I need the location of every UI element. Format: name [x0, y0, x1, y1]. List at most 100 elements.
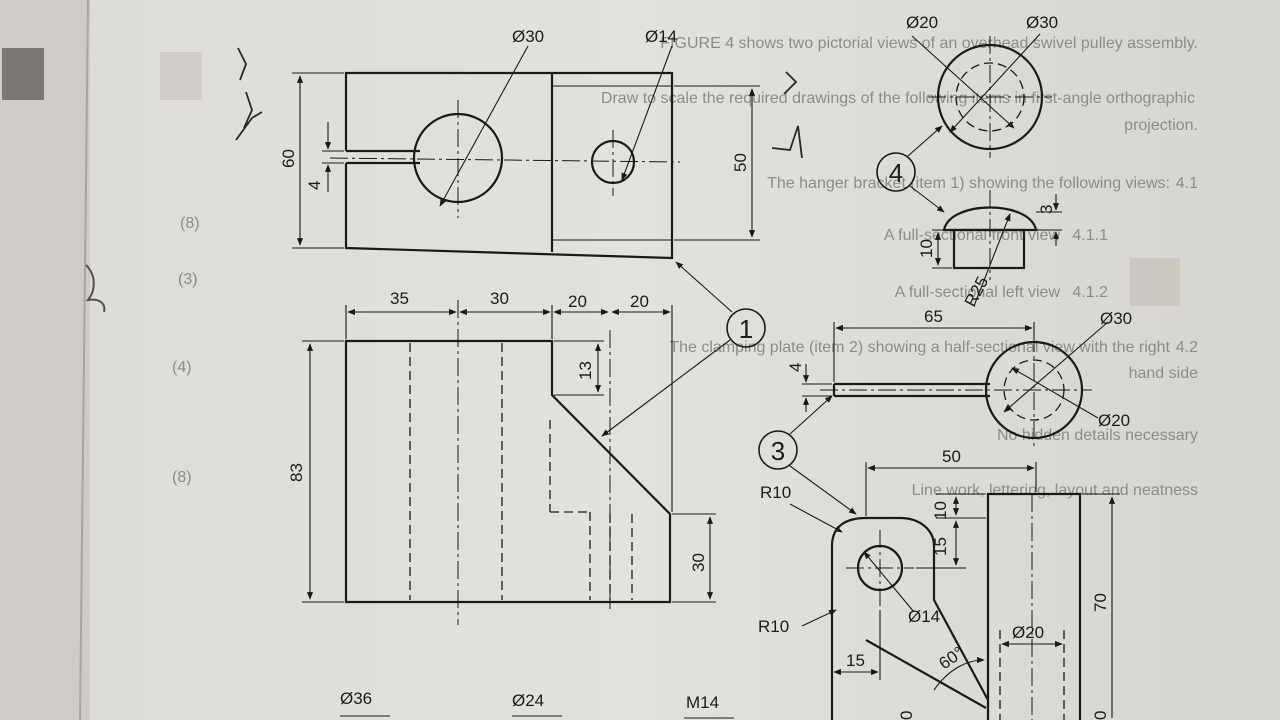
- dim-label-d20: Ø20: [906, 13, 938, 32]
- dim-label-r10: R10: [758, 617, 789, 636]
- dim-label-13: 13: [576, 361, 595, 380]
- dim-label-15: 15: [846, 651, 865, 670]
- dim-label-d30: Ø30: [512, 27, 544, 46]
- balloon-leader: [789, 395, 833, 435]
- background-show-through-text: FIGURE 4 shows two pictorial views of an…: [172, 35, 1198, 499]
- balloon-leader: [907, 125, 943, 157]
- bg-text-line: FIGURE 4 shows two pictorial views of an…: [660, 35, 1198, 52]
- dim-label-d36: Ø36: [340, 689, 372, 708]
- dim-label-65: 65: [924, 307, 943, 326]
- bg-text-line: projection.: [1124, 117, 1198, 134]
- dim-label-10: 10: [917, 239, 936, 258]
- faded-checker-icon-top: [160, 52, 202, 100]
- angle-arc: [933, 656, 985, 691]
- bg-text-line: 4.2: [1176, 339, 1198, 356]
- dim-label-d30: Ø30: [1026, 13, 1058, 32]
- dim-label-10: 10: [931, 501, 950, 520]
- dim-label-d20: Ø20: [1098, 411, 1130, 430]
- bg-text-line: hand side: [1129, 365, 1198, 382]
- top-view-outline: [344, 71, 674, 260]
- dim-leader: [973, 213, 1011, 307]
- bracket-plate-outline: [986, 492, 1082, 720]
- paper-clip-icon: [85, 264, 106, 313]
- bg-mark-number: (3): [178, 271, 198, 288]
- dim-label-70: 70: [1091, 593, 1110, 612]
- bg-text-line: A full-sectional front view: [884, 227, 1061, 244]
- bg-text-line: No hidden details necessary: [997, 427, 1198, 444]
- dim-leader: [789, 503, 843, 533]
- balloon-number: 3: [771, 436, 785, 466]
- dim-label-50: 50: [942, 447, 961, 466]
- dim-label-50: 50: [731, 153, 750, 172]
- balloon-circle: [876, 152, 916, 192]
- bg-mark-number: (8): [172, 469, 192, 486]
- tick-mark: [237, 47, 247, 81]
- dim-label-partial: 0: [1091, 711, 1110, 720]
- dim-label-4: 4: [305, 181, 324, 190]
- dim-label-r10: R10: [760, 483, 791, 502]
- book-binding-edge: [0, 0, 90, 720]
- faded-checker-icon: [1130, 258, 1180, 306]
- balloon-leader: [789, 465, 857, 515]
- dim-leader: [801, 609, 837, 627]
- balloon-circle: [758, 430, 798, 470]
- dim-label-20: 20: [630, 292, 649, 311]
- dim-leader: [1011, 367, 1099, 419]
- dim-label-35: 35: [390, 289, 409, 308]
- dim-label-20: 20: [568, 292, 587, 311]
- dim-leader: [1003, 321, 1109, 413]
- dim-label-60: 60: [279, 149, 298, 168]
- dim-leader: [949, 33, 1041, 133]
- bg-text-line: 4.1.2: [1072, 284, 1108, 301]
- dim-label-d24: Ø24: [512, 691, 544, 710]
- dim-label-d14: Ø14: [908, 607, 940, 626]
- part-label-1: 1: [601, 261, 766, 437]
- balloon-leader: [675, 261, 733, 313]
- balloon-leader: [909, 185, 945, 213]
- dim-label-d14: Ø14: [645, 27, 677, 46]
- bg-mark-number: (4): [172, 359, 192, 376]
- dim-label-4: 4: [786, 363, 805, 372]
- balloon-number: 4: [889, 158, 903, 188]
- dim-label-m14: M14: [686, 693, 719, 712]
- dim-leader: [621, 45, 673, 181]
- bg-mark-number: (8): [180, 215, 200, 232]
- tick-mark: [771, 125, 803, 159]
- bg-text-line: The hanger bracket (item 1) showing the …: [767, 175, 1170, 192]
- dim-label-83: 83: [287, 463, 306, 482]
- bracket-lug-outline: [830, 516, 989, 720]
- bg-text-line: 4.1: [1176, 175, 1198, 192]
- cap-dome-profile: [942, 206, 1038, 232]
- checker-logo-icon: [2, 48, 44, 100]
- bg-text-line: Draw to scale the required drawings of t…: [601, 90, 1195, 107]
- dim-label-15: 15: [931, 537, 950, 556]
- dim-label-d30: Ø30: [1100, 309, 1132, 328]
- dim-leader: [439, 45, 529, 207]
- page-fold-line: [79, 0, 89, 720]
- front-view-outline: [344, 339, 672, 604]
- hanger-bracket-top-view: Ø30 Ø14 60 4 50: [279, 27, 760, 260]
- dim-label-30-vertical: 30: [689, 553, 708, 572]
- bg-text-line: Line work, lettering, layout and neatnes…: [912, 482, 1198, 499]
- slope-line: [865, 639, 987, 709]
- balloon-number: 1: [739, 314, 753, 344]
- dim-leader: [911, 35, 1015, 129]
- tick-mark: [783, 71, 798, 95]
- bracket-view: 50 R10 10 15 Ø14 R10 70 Ø20 15 60° 0 0: [758, 447, 1120, 720]
- tick-mark: [235, 91, 263, 141]
- dim-label-3: 3: [1037, 205, 1056, 214]
- dim-label-d20: Ø20: [1012, 623, 1044, 642]
- dim-leader: [863, 551, 915, 613]
- balloon-leader: [601, 339, 731, 437]
- centre-line-horizontal: [329, 157, 681, 163]
- balloon-circle: [726, 308, 766, 348]
- handwritten-tick-marks: [235, 47, 803, 159]
- dim-label-partial: 0: [897, 711, 916, 720]
- hanger-bracket-front-view: 35 30 20 20 13 83 30: [287, 289, 716, 625]
- bg-text-line: A full-sectional left view: [895, 284, 1061, 301]
- bottom-dimension-labels: Ø36 Ø24 M14: [340, 689, 734, 719]
- item-3-view: 65 Ø30 4 Ø20 3: [758, 307, 1132, 515]
- bg-text-line: 4.1.1: [1072, 227, 1108, 244]
